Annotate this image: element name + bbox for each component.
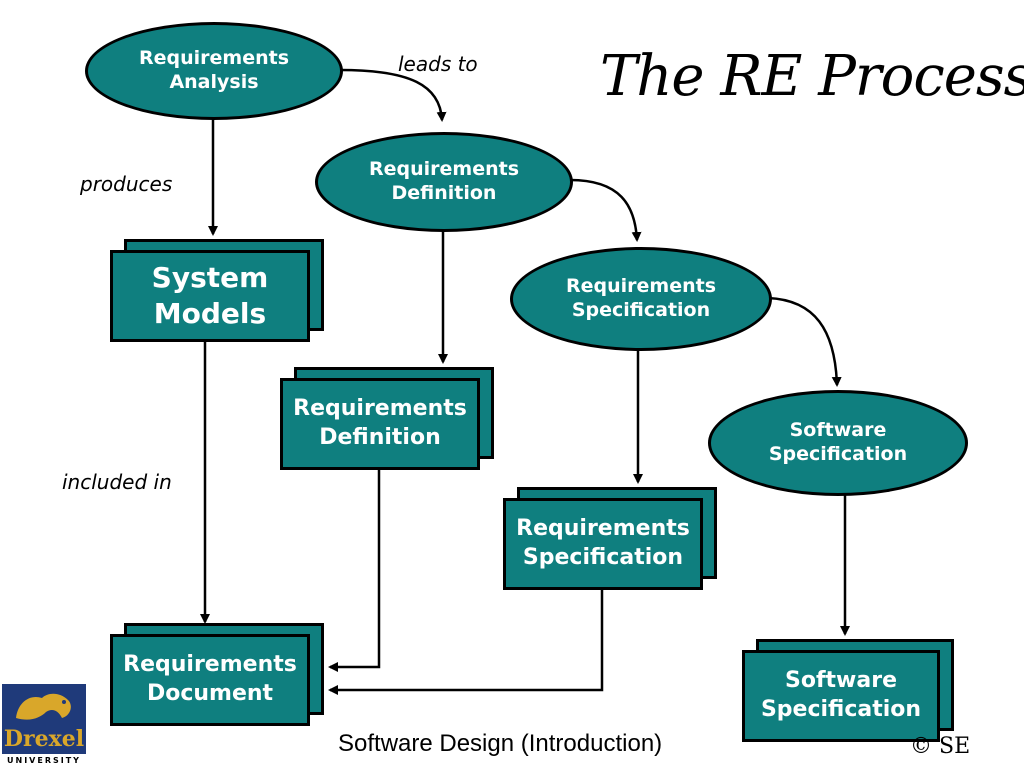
process-label: Requirements Definition xyxy=(368,158,519,204)
process-label: Requirements Analysis xyxy=(138,47,289,93)
process-label: Requirements Specification xyxy=(565,275,716,321)
doc-front: Software Specification xyxy=(742,650,940,742)
doc-label: Software Specification xyxy=(760,668,922,722)
label-leads-to: leads to xyxy=(398,52,478,76)
arrow-definition-to-specification xyxy=(569,178,642,242)
doc-requirements-document: Requirements Document xyxy=(110,623,324,726)
doc-software-specification: Software Specification xyxy=(742,639,954,742)
process-software-specification: Software Specification xyxy=(708,390,968,496)
arrow-analysis-to-definition xyxy=(339,68,447,122)
process-requirements-definition: Requirements Definition xyxy=(315,132,573,232)
doc-requirements-specification: Requirements Specification xyxy=(503,487,717,590)
doc-front: Requirements Specification xyxy=(503,498,703,590)
arrow-specification-to-software xyxy=(767,296,842,387)
doc-system-models: System Models xyxy=(110,239,324,342)
label-produces: produces xyxy=(80,172,173,196)
doc-label: Requirements Specification xyxy=(516,516,690,570)
doc-front: Requirements Document xyxy=(110,634,310,726)
doc-front: System Models xyxy=(110,250,310,342)
footer-course-title: Software Design (Introduction) xyxy=(338,730,663,757)
doc-label: System Models xyxy=(151,260,269,330)
arrow-specdoc-to-document xyxy=(328,590,604,695)
dragon-icon xyxy=(16,693,71,720)
process-requirements-specification: Requirements Specification xyxy=(510,247,772,351)
footer-copyright: © SE xyxy=(910,734,970,759)
process-label: Software Specification xyxy=(768,419,908,465)
doc-requirements-definition: Requirements Definition xyxy=(280,367,494,470)
slide-title: The RE Process xyxy=(600,44,1024,109)
label-included-in: included in xyxy=(62,470,172,494)
doc-label: Requirements Document xyxy=(123,652,297,706)
logo-name: Drexel xyxy=(3,726,85,752)
logo-subtitle: UNIVERSITY xyxy=(2,754,86,768)
arrow-defdoc-to-document xyxy=(328,470,381,672)
doc-label: Requirements Definition xyxy=(293,396,467,450)
process-requirements-analysis: Requirements Analysis xyxy=(85,22,343,120)
doc-front: Requirements Definition xyxy=(280,378,480,470)
drexel-logo: Drexel UNIVERSITY xyxy=(2,684,86,768)
